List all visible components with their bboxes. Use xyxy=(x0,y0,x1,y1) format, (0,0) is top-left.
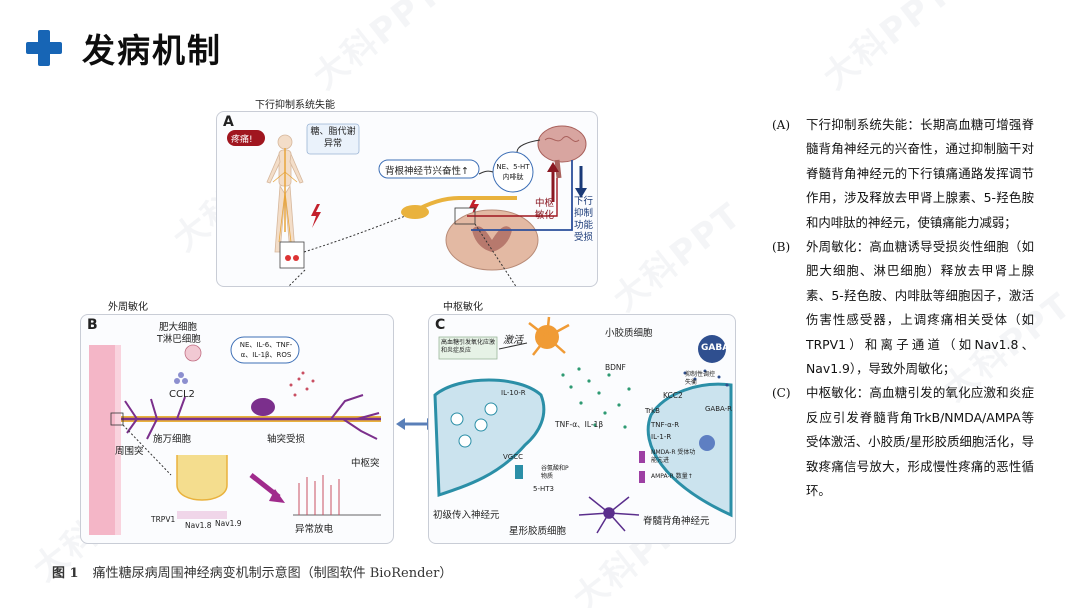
trpv1-label: TRPV1 xyxy=(151,515,175,524)
ampa-label: AMPA-R 数量↑ xyxy=(651,471,693,480)
il10r-label: IL-10-R xyxy=(501,389,526,397)
panel-a-heading: 下行抑制系统失能 xyxy=(255,96,335,111)
glutamate-label: 谷氨酸和P物质 xyxy=(541,465,573,481)
astrocyte-icon xyxy=(579,497,639,533)
central-process-label: 中枢突 xyxy=(351,455,380,469)
bdnf-label: BDNF xyxy=(605,363,626,372)
explanation-marker: (C) xyxy=(772,381,806,503)
activation-label: 激活 xyxy=(503,331,523,346)
axon-damage-label: 轴突受损 xyxy=(267,431,305,445)
ht3-label: 5-HT3 xyxy=(533,485,554,493)
gaba-label: GABA xyxy=(701,343,729,353)
explanation-item-c: (C) 中枢敏化：高血糖引发的氧化应激和炎症反应引发脊髓背角TrkB/NMDA/… xyxy=(772,381,1034,503)
explanation-text: 中枢敏化：高血糖引发的氧化应激和炎症反应引发脊髓背角TrkB/NMDA/AMPA… xyxy=(806,381,1034,503)
metabolism-label: 糖、脂代谢异常 xyxy=(310,126,356,150)
panel-a-letter: A xyxy=(223,114,234,130)
microglia-label: 小胶质细胞 xyxy=(605,325,653,339)
pain-label: 疼痛! xyxy=(231,132,253,145)
panel-c-heading: 中枢敏化 xyxy=(443,298,483,313)
abnormal-discharge-label: 异常放电 xyxy=(295,521,333,535)
kcc2-label: KCC2 xyxy=(663,391,683,400)
watermark: 大科PPT xyxy=(301,0,450,98)
stress-label: 高血糖引发氧化应激和炎症反应 xyxy=(441,339,497,355)
explanation-text: 下行抑制系统失能：长期高血糖可增强脊髓背角神经元的兴奋性，通过抑制脑干对脊髓背角… xyxy=(806,113,1034,235)
descending-label: 下行抑制功能受损 xyxy=(574,196,596,244)
watermark: 大科PPT xyxy=(811,0,960,98)
schwann-label: 施万细胞 xyxy=(153,431,191,445)
vgcc-label: VGCC xyxy=(503,453,523,461)
trkb-label: TrkB xyxy=(645,407,660,415)
explanation-text: 外周敏化：高血糖诱导受损炎性细胞（如肥大细胞、淋巴细胞）释放去甲肾上腺素、5-羟… xyxy=(806,235,1034,381)
figure-number: 图 1 xyxy=(52,566,79,581)
central-sensitization-label: 中枢敏化 xyxy=(535,198,555,222)
excitability-label: 背根神经节兴奋性↑ xyxy=(385,163,469,177)
explanation-item-b: (B) 外周敏化：高血糖诱导受损炎性细胞（如肥大细胞、淋巴细胞）释放去甲肾上腺素… xyxy=(772,235,1034,381)
nmda-label: NMDA-R 受体功能亢进 xyxy=(651,449,701,465)
panel-c: C 高血糖引发氧化应激和炎症反应 激活 小胶质细胞 GABA BDNF IL-1… xyxy=(428,314,736,544)
panel-b-letter: B xyxy=(87,317,98,333)
plus-icon xyxy=(26,30,62,66)
primary-neuron-label: 初级传入神经元 xyxy=(433,507,500,521)
mechanism-figure: 下行抑制系统失能 xyxy=(78,94,738,550)
panel-a: A 疼痛! 糖、脂代谢异常 背根神经节兴奋性↑ NE、5-HT内啡肽 中枢敏化 … xyxy=(216,111,598,287)
panel-b: B 肥大细胞 T淋巴细胞 NE、IL-6、TNF-α、IL-1β、ROS CCL… xyxy=(80,314,394,544)
explanation-marker: (A) xyxy=(772,113,806,235)
panel-c-letter: C xyxy=(435,317,445,333)
ne-label: NE、5-HT内啡肽 xyxy=(496,162,530,182)
il1r-label: IL-1-R xyxy=(651,433,671,441)
tnfr-label: TNF-α-R xyxy=(651,421,679,429)
figure-caption: 图 1 痛性糖尿病周围神经病变机制示意图（制图软件 BioRender） xyxy=(52,562,452,581)
microglia-icon xyxy=(529,317,569,355)
dorsal-horn-label: 脊髓背角神经元 xyxy=(643,513,710,527)
astrocyte-label: 星形胶质细胞 xyxy=(509,523,566,537)
lightning-icon xyxy=(311,204,321,228)
inhibition-label: 抑制性调控失衡 xyxy=(685,371,715,387)
title-bar: 发病机制 xyxy=(26,26,222,70)
cytokine-label: NE、IL-6、TNF-α、IL-1β、ROS xyxy=(235,340,297,360)
panel-b-heading: 外周敏化 xyxy=(108,298,148,313)
brain-icon xyxy=(538,126,586,178)
nav19-label: Nav1.9 xyxy=(215,519,242,528)
ccl2-label: CCL2 xyxy=(169,389,195,400)
tnf-label: TNF-α、IL-1β xyxy=(555,419,603,430)
explanation-item-a: (A) 下行抑制系统失能：长期高血糖可增强脊髓背角神经元的兴奋性，通过抑制脑干对… xyxy=(772,113,1034,235)
explanation-marker: (B) xyxy=(772,235,806,381)
gabar-label: GABA-R xyxy=(705,405,732,413)
page-title: 发病机制 xyxy=(82,24,222,72)
spinal-cord-icon xyxy=(446,210,538,270)
caption-text: 痛性糖尿病周围神经病变机制示意图（制图软件 BioRender） xyxy=(93,566,453,581)
lymph-cell-label: T淋巴细胞 xyxy=(157,331,201,345)
perisynapse-label: 周围突 xyxy=(115,443,144,457)
explanation-list: (A) 下行抑制系统失能：长期高血糖可增强脊髓背角神经元的兴奋性，通过抑制脑干对… xyxy=(772,113,1034,504)
nav18-label: Nav1.8 xyxy=(185,521,212,530)
